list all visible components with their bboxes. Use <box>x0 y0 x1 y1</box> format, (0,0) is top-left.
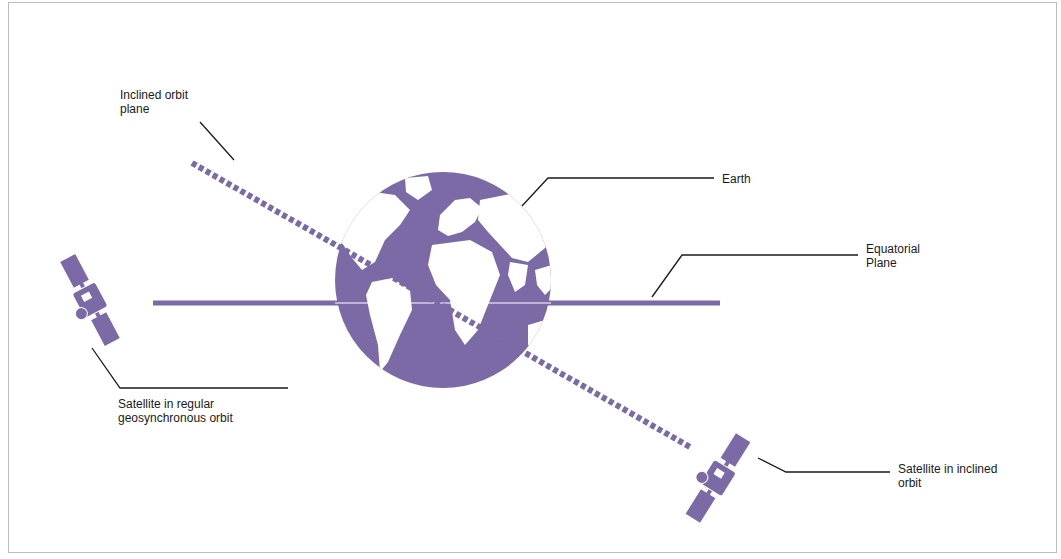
earth-label: Earth <box>722 172 842 186</box>
frame <box>9 3 1057 553</box>
plane-label: Inclined orbit plane <box>120 88 206 116</box>
leader-lines <box>92 122 890 472</box>
plane-label: Equatorial Plane <box>866 242 946 270</box>
inclined-orbit-line <box>192 163 690 447</box>
satellite-label: Satellite in regular geosynchronous orbi… <box>118 397 293 425</box>
satellite-label: Satellite in inclined orbit <box>898 462 998 490</box>
geosynchronous-satellite <box>50 252 124 352</box>
inclined-satellite <box>676 427 755 526</box>
